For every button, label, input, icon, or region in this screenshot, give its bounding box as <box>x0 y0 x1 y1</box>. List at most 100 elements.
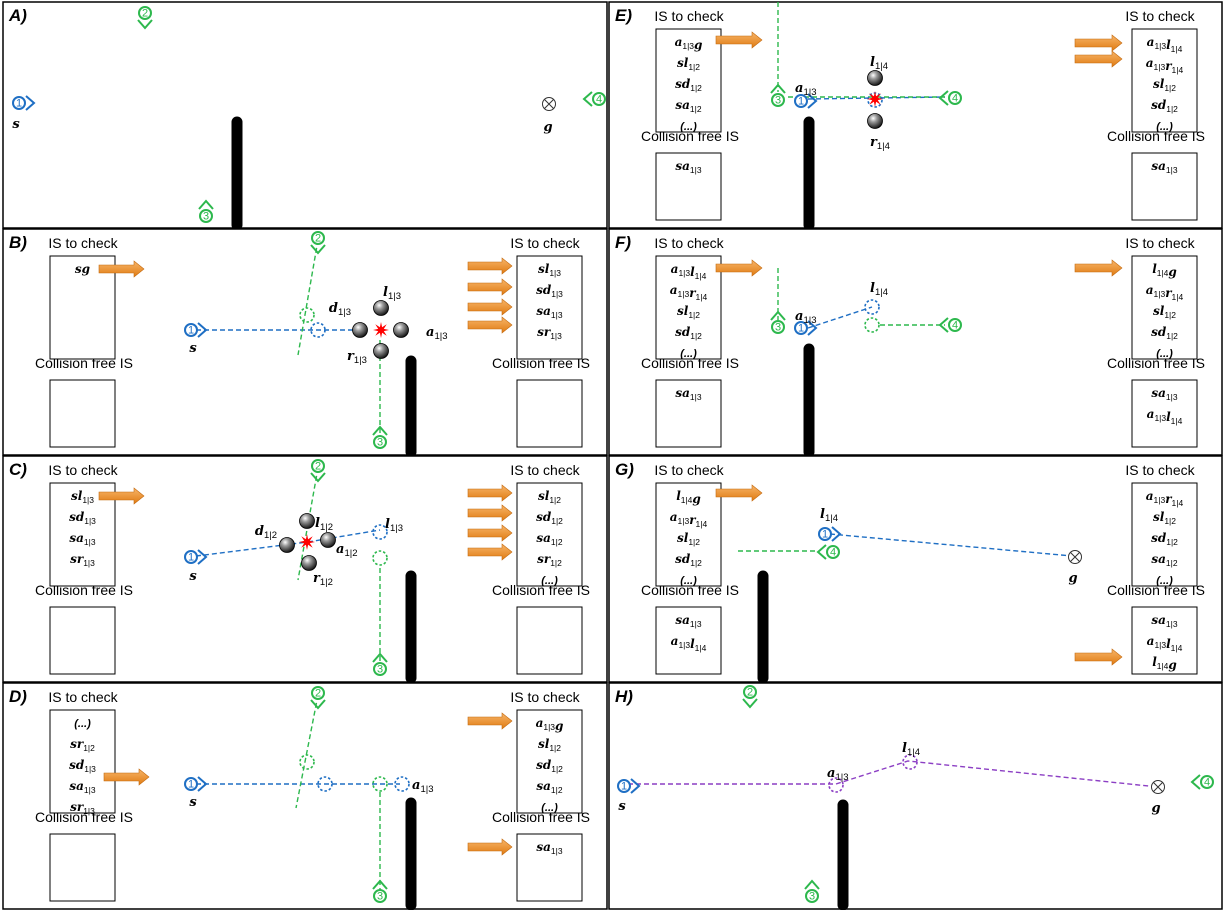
set-item: sa1|3 <box>675 613 701 629</box>
orange-arrow <box>98 487 145 505</box>
planned-path <box>195 541 309 557</box>
robot-1-marker: 1 <box>12 95 36 111</box>
robot-1-marker: 1 <box>184 549 208 565</box>
set-item: sd1|2 <box>1151 325 1178 341</box>
is-to-check-heading: IS to check <box>654 235 724 251</box>
set-box <box>516 482 583 587</box>
robot-4-marker: 4 <box>938 90 962 106</box>
is-to-check-heading: IS to check <box>48 462 118 478</box>
waypoint-ghost <box>310 322 326 338</box>
robot-number: 4 <box>952 93 958 105</box>
map-label: a1|3 <box>795 81 816 98</box>
orange-arrow <box>467 524 513 542</box>
set-item: sl1|2 <box>1153 304 1176 320</box>
candidate-waypoint <box>301 555 317 571</box>
set-item: a1|3l1|4 <box>1147 35 1183 54</box>
set-item: (...) <box>680 348 697 360</box>
collision-icon <box>373 322 389 338</box>
set-item: sd1|2 <box>536 510 563 526</box>
map-label: g <box>543 120 552 135</box>
set-item: sd1|2 <box>1151 98 1178 114</box>
set-item: sl1|2 <box>677 304 700 320</box>
set-box <box>655 606 722 675</box>
right-free-box: sa1|3 <box>1131 152 1198 221</box>
set-box <box>655 379 722 448</box>
map-label: d1|2 <box>255 524 277 541</box>
orange-arrow <box>467 838 513 856</box>
panel-label: E) <box>615 6 632 25</box>
robot-number: 1 <box>188 325 194 337</box>
robot-4-marker: 4 <box>938 317 962 333</box>
map-label: s <box>189 569 197 584</box>
map-label: l1|4 <box>820 507 838 524</box>
robot-3-marker: 3 <box>770 310 786 334</box>
map-label: l1|2 <box>315 516 333 533</box>
set-box <box>516 833 583 902</box>
set-item: sl1|2 <box>1153 510 1176 526</box>
robot-number: 1 <box>16 98 22 110</box>
collision-icon <box>867 91 883 107</box>
candidate-waypoint <box>393 322 409 338</box>
waypoint-ghost <box>864 317 880 333</box>
set-item: sl1|2 <box>538 489 561 505</box>
map-label: s <box>189 341 197 356</box>
set-box <box>49 606 116 675</box>
waypoint-ghost <box>394 776 410 792</box>
set-box <box>49 833 116 902</box>
set-item: (...) <box>680 575 697 587</box>
waypoint-ghost <box>864 299 880 315</box>
right-free-box <box>516 606 583 675</box>
is-to-check-heading: IS to check <box>654 8 724 24</box>
set-item: l1|4g <box>1152 262 1177 279</box>
orange-arrow <box>1074 259 1123 277</box>
orange-arrow <box>715 31 763 49</box>
robot-number: 1 <box>798 323 804 335</box>
set-item: (...) <box>680 121 697 133</box>
is-to-check-heading: IS to check <box>1125 462 1195 478</box>
robot-3-marker: 3 <box>198 199 214 223</box>
orange-arrow <box>467 257 513 275</box>
is-to-check-heading: IS to check <box>48 235 118 251</box>
waypoint-ghost <box>372 550 388 566</box>
set-box <box>1131 255 1198 360</box>
robot-number: 4 <box>952 320 958 332</box>
set-item: sr1|3 <box>70 800 95 816</box>
orange-arrow <box>103 768 150 786</box>
robot-number: 1 <box>621 781 627 793</box>
robot-3-marker: 3 <box>804 879 820 903</box>
orange-arrow <box>467 504 513 522</box>
set-item: (...) <box>1156 575 1173 587</box>
set-item: a1|3l1|4 <box>1147 407 1183 426</box>
set-item: a1|3r1|4 <box>670 283 708 302</box>
set-item: a1|3r1|4 <box>1146 283 1184 302</box>
orange-arrow <box>467 484 513 502</box>
map-label: g <box>1068 571 1077 586</box>
map-label: s <box>618 799 626 814</box>
robot-1-marker: 1 <box>184 776 208 792</box>
set-box <box>1131 28 1198 133</box>
set-box <box>1131 482 1198 587</box>
map-label: a1|3 <box>827 766 848 783</box>
map-label: r1|3 <box>347 349 367 366</box>
set-item: sl1|3 <box>71 489 94 505</box>
set-item: sa1|2 <box>1151 552 1177 568</box>
set-item: sl1|2 <box>677 56 700 72</box>
waypoint-ghost <box>372 776 388 792</box>
set-item: sd1|2 <box>1151 531 1178 547</box>
waypoint-ghost <box>372 524 388 540</box>
is-to-check-heading: IS to check <box>510 235 580 251</box>
set-box <box>655 482 722 587</box>
map-label: r1|4 <box>870 135 890 152</box>
map-label: g <box>1151 801 1160 816</box>
set-box <box>1131 606 1198 675</box>
right-free-box <box>516 379 583 448</box>
map-label: a1|3 <box>426 325 447 342</box>
robot-1-marker: 1 <box>617 778 641 794</box>
set-item: sd1|2 <box>536 758 563 774</box>
set-item: a1|3r1|4 <box>1146 56 1184 75</box>
